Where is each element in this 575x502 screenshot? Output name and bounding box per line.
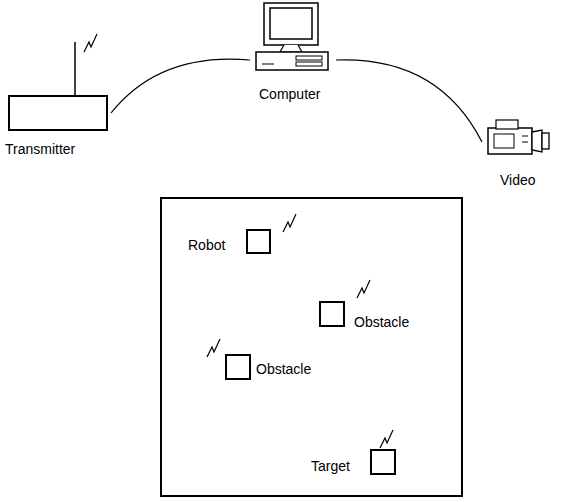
node-label: Transmitter (5, 141, 75, 157)
square-outline (319, 301, 345, 327)
target-box: Target (311, 449, 397, 476)
obstacle-box: Obstacle (319, 301, 429, 332)
robot-box: Robot (188, 229, 272, 255)
node-label: Computer (259, 86, 320, 102)
node-label: Video (500, 172, 536, 188)
video-camera-icon (482, 116, 552, 160)
square-outline (8, 95, 108, 131)
computer-icon: Computer (250, 0, 336, 104)
square-outline (225, 354, 251, 380)
computer-icon (250, 0, 336, 74)
obstacle-box: Obstacle (225, 354, 333, 381)
antenna (74, 42, 76, 95)
node-label: Obstacle (354, 314, 409, 330)
video-camera-icon: Video (482, 116, 552, 190)
arena-border (161, 198, 462, 496)
transmitter-box: Transmitter (5, 95, 111, 159)
square-outline (370, 449, 396, 475)
node-label: Obstacle (256, 361, 311, 377)
cable (111, 59, 250, 113)
cable (336, 60, 482, 142)
square-outline (246, 229, 271, 254)
node-label: Robot (188, 237, 225, 253)
node-label: Target (311, 458, 350, 474)
radio-signals (84, 34, 393, 448)
